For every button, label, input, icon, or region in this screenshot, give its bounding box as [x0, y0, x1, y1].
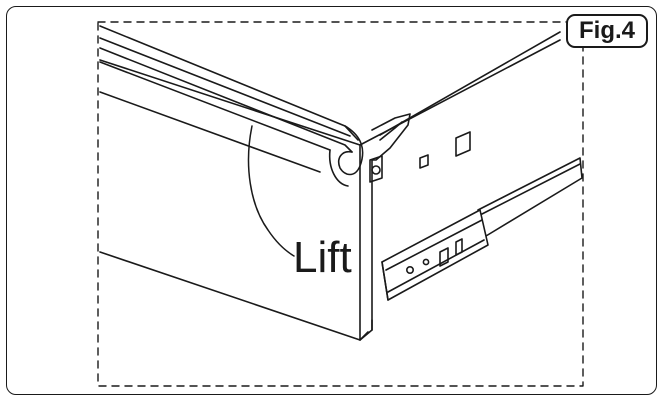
- handle-inner-line: [99, 91, 321, 173]
- clip-detail: [369, 155, 383, 183]
- handle-end-lip: [328, 149, 349, 187]
- rail-hole-2: [422, 258, 430, 266]
- slide-rail-edge: [381, 261, 389, 301]
- figure-number-badge: Fig.4: [566, 14, 648, 48]
- rail-hole-1: [405, 265, 414, 274]
- handle-rail-bottom: [99, 61, 331, 151]
- drawer-side-edge: [359, 319, 373, 341]
- lift-callout-label: Lift: [293, 233, 352, 282]
- figure-frame: [6, 6, 657, 395]
- top-clip-inner: [379, 121, 403, 141]
- rail-tab-2: [455, 238, 463, 256]
- top-clip: [371, 113, 411, 161]
- front-bottom-edge: [359, 331, 369, 341]
- handle-rail-lower: [99, 47, 353, 153]
- lift-callout-line: [247, 125, 295, 257]
- slide-rail-inner: [481, 163, 581, 215]
- dashed-boundary: [97, 21, 584, 387]
- clip-screw: [371, 165, 381, 175]
- slide-rail-channel-2: [387, 239, 485, 293]
- handle-rail-mid: [99, 37, 351, 137]
- side-panel-top: [379, 31, 561, 136]
- rail-tab: [439, 247, 449, 267]
- drawer-front-panel: [99, 59, 361, 341]
- slide-rail-channel: [385, 219, 483, 271]
- side-slot-small: [419, 154, 429, 169]
- slide-rail-outer: [477, 157, 583, 237]
- side-slot-large: [455, 131, 471, 157]
